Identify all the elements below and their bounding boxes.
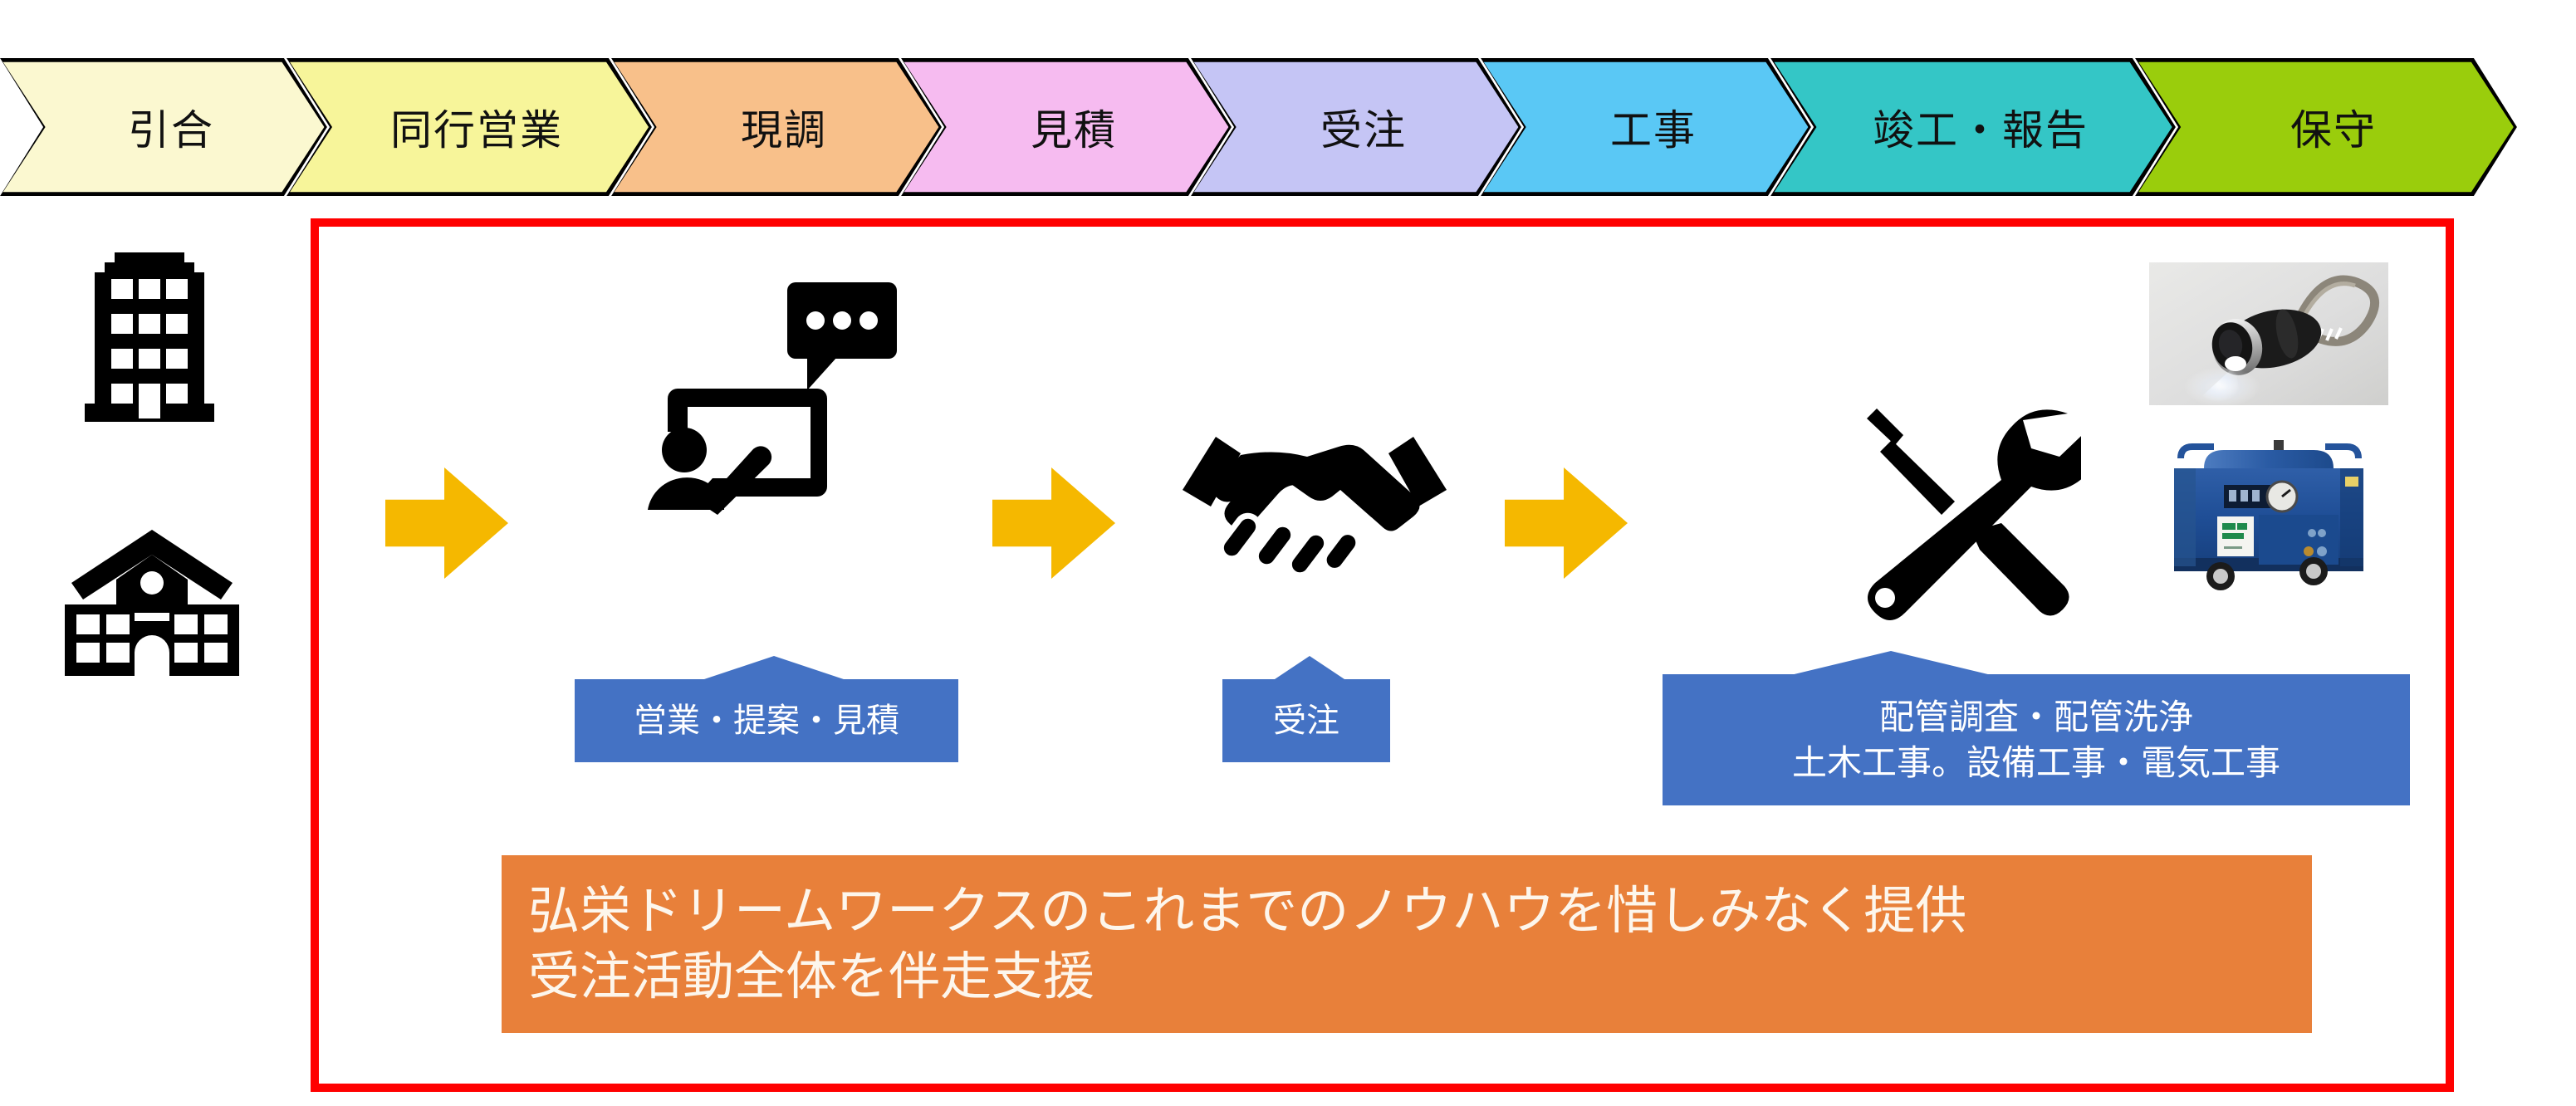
process-step-2[interactable]: 同行営業: [286, 58, 652, 196]
process-step-7[interactable]: 竣工・報告: [1770, 58, 2176, 196]
process-step-label: 保守: [2290, 107, 2377, 154]
key-message-line-1: 弘栄ドリームワークスのこれまでのノウハウを惜しみなく提供: [528, 882, 1967, 940]
process-step-label: 同行営業: [390, 107, 563, 154]
banner-order-received: 受注: [1222, 656, 1390, 762]
process-step-8[interactable]: 保守: [2135, 58, 2517, 196]
process-step-label: 工事: [1610, 107, 1697, 154]
process-step-fill: [615, 62, 939, 193]
school-building-icon: [56, 507, 247, 685]
process-step-fill: [1194, 62, 1519, 193]
flow-arrow-2-icon: [992, 467, 1115, 579]
banner-label-line: 受注: [1273, 702, 1339, 739]
pressure-washer-unit-photo: [2149, 417, 2388, 593]
process-step-label: 引合: [128, 107, 214, 154]
office-building-icon: [75, 241, 224, 436]
process-step-fill: [3, 62, 325, 193]
process-step-label: 竣工・報告: [1873, 107, 2089, 154]
highlight-frame: [311, 218, 2454, 1092]
presentation-speech-icon: [631, 274, 913, 519]
process-step-6[interactable]: 工事: [1481, 58, 1811, 196]
process-step-label: 受注: [1320, 107, 1407, 154]
process-step-fill: [1484, 62, 1809, 193]
process-step-1[interactable]: 引合: [0, 58, 327, 196]
process-step-fill: [290, 62, 649, 193]
process-step-4[interactable]: 見積: [901, 58, 1232, 196]
handshake-icon: [1178, 414, 1452, 584]
process-chevron-bar: 引合 同行営業 現調 見積 受注 工事 竣工・報告 保守: [0, 58, 2576, 196]
process-step-3[interactable]: 現調: [611, 58, 942, 196]
flow-arrow-3-icon: [1505, 467, 1628, 579]
tools-icon: [1832, 375, 2102, 629]
process-step-fill: [2138, 62, 2514, 193]
process-step-label: 見積: [1031, 107, 1117, 154]
key-message-line-2: 受注活動全体を伴走支援: [528, 948, 1095, 1006]
flow-arrow-1-icon: [385, 467, 508, 579]
process-step-fill: [1774, 62, 2172, 193]
banner-label-line: 営業・提案・見積: [634, 702, 899, 739]
customer-icon-group: [50, 232, 266, 731]
banner-construction-services: 配管調査・配管洗浄土木工事。設備工事・電気工事: [1663, 651, 2410, 805]
banner-label-line: 土木工事。設備工事・電気工事: [1791, 743, 2280, 782]
pipe-inspection-camera-photo: [2149, 262, 2388, 405]
banner-label-line: 配管調査・配管洗浄: [1878, 697, 2193, 737]
process-step-label: 現調: [741, 107, 827, 154]
key-message-box: 弘栄ドリームワークスのこれまでのノウハウを惜しみなく提供 受注活動全体を伴走支援: [502, 855, 2312, 1033]
process-step-fill: [904, 62, 1229, 193]
banner-sales-proposal-estimate: 営業・提案・見積: [575, 656, 958, 762]
process-step-5[interactable]: 受注: [1191, 58, 1521, 196]
